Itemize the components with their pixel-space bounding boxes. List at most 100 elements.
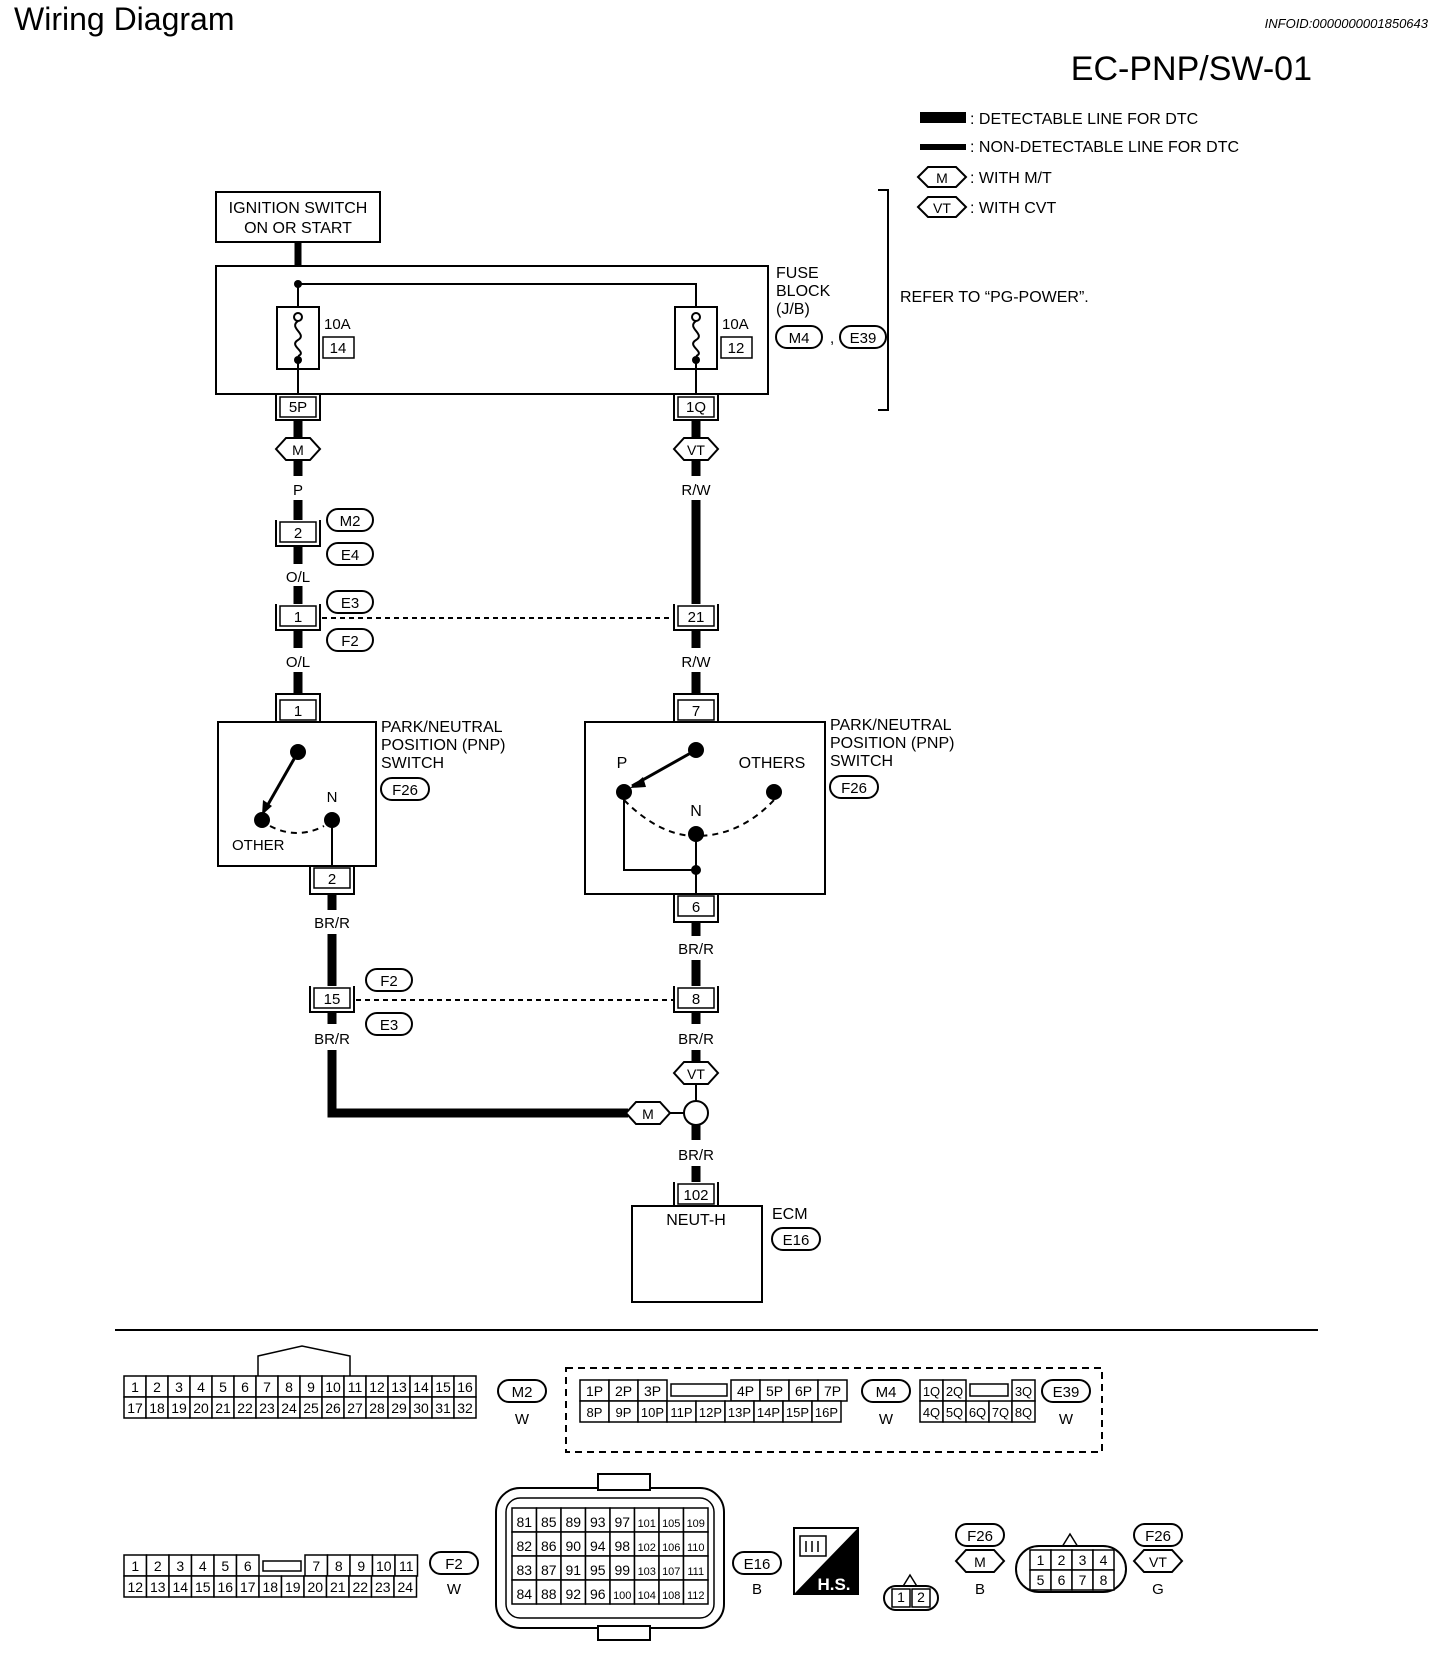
- f2-pin: 6: [244, 1558, 252, 1574]
- left-jc1-bottom: E4: [341, 547, 359, 564]
- e16-pin: 91: [565, 1562, 581, 1578]
- legend-cvt-symbol: VT: [933, 200, 951, 216]
- ignition-switch-box: [215, 191, 381, 243]
- connector-tag-f2: [429, 1551, 479, 1575]
- switch-arm: [264, 751, 300, 809]
- connector-tag-e39: [839, 325, 887, 349]
- left-wire1: P: [293, 482, 303, 499]
- e16-pin: 84: [516, 1586, 532, 1602]
- m2-pin: 1: [131, 1379, 139, 1395]
- m4-pin: 7P: [824, 1383, 841, 1399]
- m2-pin: 26: [325, 1400, 341, 1416]
- f2-pin: 5: [221, 1558, 229, 1574]
- f2-cell: [393, 1575, 418, 1598]
- terminal-5p: [279, 396, 317, 418]
- m2-pin: 12: [369, 1379, 385, 1395]
- f26-cvt-pin: 8: [1100, 1572, 1108, 1588]
- m4-pin: 12P: [699, 1405, 722, 1420]
- f26-mt-pin: 1: [897, 1589, 905, 1605]
- m2-color: W: [515, 1411, 530, 1428]
- switch-left-pin-out: [313, 867, 351, 889]
- left-tag: M: [292, 442, 304, 458]
- f2-pin: 22: [352, 1579, 368, 1595]
- fuse-right-number-box: [720, 336, 753, 359]
- e16-pin: 103: [638, 1566, 656, 1578]
- e16-pin: 104: [638, 1590, 656, 1602]
- m2-pin: 11: [348, 1379, 363, 1395]
- f2-pin: 3: [176, 1558, 184, 1574]
- e16-pin: 100: [613, 1590, 631, 1602]
- e16-pin: 97: [614, 1514, 630, 1530]
- left-jc3-top: F2: [380, 973, 398, 990]
- e39-pin: 8Q: [1015, 1405, 1032, 1420]
- left-wire3: O/L: [286, 654, 310, 671]
- connector-tag-m2: [497, 1379, 547, 1403]
- left-sw-label2: POSITION (PNP): [381, 737, 505, 754]
- m2-pin: 17: [127, 1400, 143, 1416]
- cvt-tag-icon: [1132, 1549, 1184, 1573]
- right-sw-pin-out: 6: [692, 899, 700, 916]
- connector-key-slot: [262, 1560, 302, 1572]
- fuse-block-conn1: M4: [789, 330, 810, 347]
- fuse-block-label2: BLOCK: [776, 283, 831, 300]
- e16-pin: 90: [565, 1538, 581, 1554]
- f2-name: F2: [445, 1556, 463, 1573]
- left-jc1-top: M2: [340, 513, 361, 530]
- left-wire4: BR/R: [314, 915, 350, 932]
- left-wire5: BR/R: [314, 1031, 350, 1048]
- ecm-signal: NEUT-H: [666, 1212, 726, 1229]
- refer-text: REFER TO “PG-POWER”.: [900, 289, 1089, 306]
- connector-tag-e4: [326, 542, 374, 566]
- e16-cell: [682, 1579, 709, 1605]
- m2-pin: 9: [307, 1379, 315, 1395]
- e16-pin: 102: [638, 1542, 656, 1554]
- f26-cvt-tag: VT: [1149, 1554, 1167, 1570]
- f2-color: W: [447, 1581, 462, 1598]
- e16-latch: [597, 1625, 651, 1641]
- f2-pin: 19: [285, 1579, 301, 1595]
- m2-pin: 18: [149, 1400, 165, 1416]
- f26-cvt-pin: 3: [1079, 1552, 1087, 1568]
- connector-e3-f2: [279, 605, 317, 627]
- m2-pin: 16: [457, 1379, 473, 1395]
- m2-pin: 6: [241, 1379, 249, 1395]
- left-sw-conn: F26: [392, 782, 418, 799]
- m2-pin: 30: [413, 1400, 429, 1416]
- switch-left-pin-in: [279, 699, 317, 721]
- e16-cell: [682, 1507, 709, 1533]
- f2-pin: 1: [131, 1558, 139, 1574]
- left-jc2-bottom: F2: [341, 633, 359, 650]
- m2-pin: 31: [435, 1400, 451, 1416]
- e39-color: W: [1059, 1411, 1074, 1428]
- right-sw-label3: SWITCH: [830, 753, 893, 770]
- switch-arrow-icon: [630, 777, 646, 788]
- m4-pin: 1P: [586, 1383, 603, 1399]
- m2-pin: 19: [171, 1400, 187, 1416]
- e16-cell: [535, 1531, 562, 1557]
- e39-pin: 3Q: [1015, 1384, 1032, 1399]
- f26-mt-cell: [891, 1588, 911, 1608]
- m2-pin: 22: [237, 1400, 253, 1416]
- m2-pin: 21: [215, 1400, 231, 1416]
- e16-pin: 106: [662, 1542, 680, 1554]
- f2-pin: 10: [376, 1558, 392, 1574]
- e16-cell: [658, 1555, 685, 1581]
- ecm-pin: 102: [683, 1187, 708, 1204]
- ecm-box: [631, 1205, 763, 1303]
- hs-connector-icon: [799, 1535, 827, 1557]
- m2-pin: 24: [281, 1400, 297, 1416]
- connector-key-slot: [670, 1383, 728, 1397]
- m4-pin: 10P: [641, 1405, 664, 1420]
- m2-pin: 23: [259, 1400, 275, 1416]
- right-wire2: R/W: [681, 654, 711, 671]
- connector-tag-f2: [365, 968, 413, 992]
- fuse-block-label3: (J/B): [776, 301, 810, 318]
- hs-shade: [794, 1528, 858, 1594]
- m2-pin: 20: [193, 1400, 209, 1416]
- e16-pin: 105: [662, 1518, 680, 1530]
- e16-pin: 83: [516, 1562, 532, 1578]
